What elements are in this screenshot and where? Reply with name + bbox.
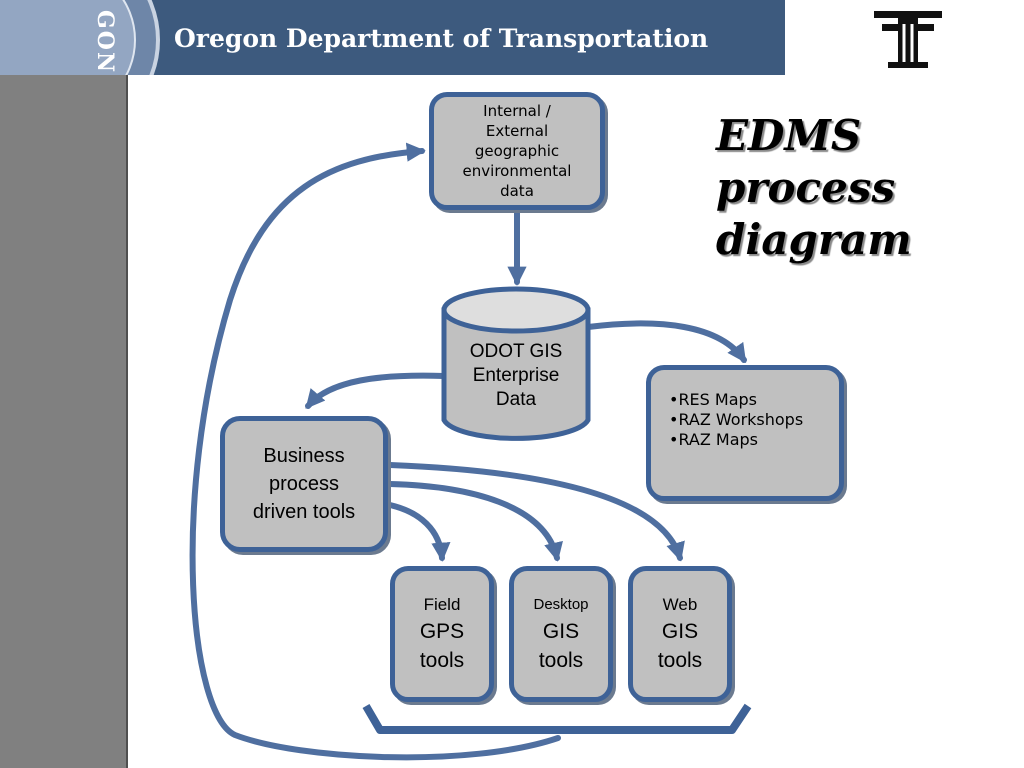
oregon-seal-icon: [0, 0, 160, 75]
list-item: •RAZ Workshops: [669, 410, 804, 429]
bracket: [362, 703, 752, 734]
web-gis-tools-box: Web GIS tools: [628, 566, 732, 702]
node-line: process: [268, 473, 340, 495]
node-line: tools: [419, 649, 465, 672]
arrow-business-to-web: [387, 462, 685, 562]
title-line: process: [716, 163, 896, 212]
slide-title: EDMS process diagram: [716, 110, 912, 266]
node-line: GIS: [661, 620, 699, 643]
org-name: Oregon Department of Transportation: [174, 24, 709, 53]
business-tools-box: Business process driven tools: [220, 416, 388, 552]
odot-logo-icon: [874, 9, 942, 68]
desktop-gis-tools-box: Desktop GIS tools: [509, 566, 613, 702]
list-item: •RES Maps: [669, 390, 758, 409]
node-line: Desktop: [533, 596, 589, 613]
node-line: Field: [423, 595, 461, 614]
enterprise-data-label: ODOT GIS Enterprise Data: [446, 340, 586, 412]
node-line: data: [500, 182, 534, 200]
node-line: GPS: [419, 620, 465, 643]
node-line: Enterprise: [472, 365, 560, 386]
title-line: EDMS: [716, 111, 862, 160]
header-banner: GON Oregon Department of Transportation: [0, 0, 785, 75]
arrow-loop-back: [189, 142, 561, 761]
node-line: tools: [538, 649, 584, 672]
arrow-business-to-field: [387, 502, 451, 562]
list-item: •RAZ Maps: [669, 430, 758, 449]
node-line: External: [485, 122, 549, 140]
arrow-db-to-res: [585, 320, 747, 364]
arrow-business-to-desktop: [387, 481, 563, 562]
node-line: driven tools: [252, 501, 356, 523]
node-line: geographic: [474, 142, 560, 160]
sidebar-panel: [0, 75, 128, 768]
node-line: Business: [263, 445, 345, 467]
field-gps-tools-box: Field GPS tools: [390, 566, 494, 702]
node-line: environmental: [462, 162, 572, 180]
title-line: diagram: [716, 215, 912, 264]
node-line: GIS: [542, 620, 580, 643]
node-line: tools: [657, 649, 703, 672]
res-raz-list-box: •RES Maps •RAZ Workshops •RAZ Maps: [646, 365, 844, 501]
node-line: Internal /: [483, 102, 551, 120]
internal-external-data-box: Internal / External geographic environme…: [429, 92, 605, 210]
node-line: Web: [662, 595, 698, 614]
node-line: Data: [495, 389, 537, 410]
database-cylinder: [441, 286, 591, 441]
arrow-db-to-business: [305, 372, 447, 409]
node-line: ODOT GIS: [469, 341, 563, 362]
